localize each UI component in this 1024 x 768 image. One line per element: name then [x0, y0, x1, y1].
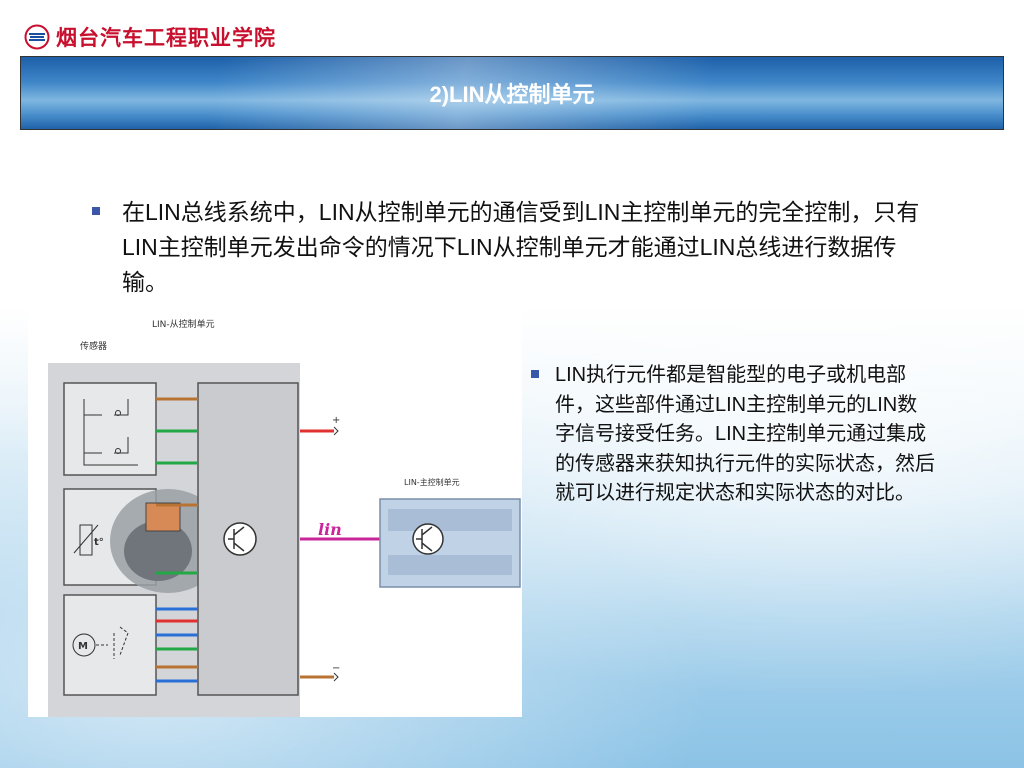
plus-terminal: + [332, 415, 340, 426]
motor-letter: M [78, 641, 88, 652]
slide-title: 2)LIN从控制单元 [429, 82, 595, 107]
square-bullet-icon [531, 370, 539, 378]
switch-box [63, 382, 157, 476]
bullet-paragraph-2: LIN执行元件都是智能型的电子或机电部件，这些部件通过LIN主控制单元的LIN数… [527, 361, 947, 509]
paragraph-2-text: LIN执行元件都是智能型的电子或机电部件，这些部件通过LIN主控制单元的LIN数… [555, 364, 935, 504]
master-transistor-symbol [412, 523, 444, 555]
lin-slave-diagram: LIN-从控制单元 传感器 t° M [28, 303, 522, 717]
bullet-paragraph-1: 在LIN总线系统中，LIN从控制单元的通信受到LIN主控制单元的完全控制，只有L… [88, 195, 928, 300]
minus-terminal: − [332, 663, 340, 674]
lin-logo: lin [318, 520, 342, 539]
college-name: 烟台汽车工程职业学院 [56, 25, 276, 50]
motor-symbol [72, 633, 96, 657]
paragraph-1-text: 在LIN总线系统中，LIN从控制单元的通信受到LIN主控制单元的完全控制，只有L… [122, 199, 920, 295]
sensor-label: 传感器 [80, 340, 107, 352]
title-band: 2)LIN从控制单元 [20, 56, 1004, 130]
master-unit-label: LIN-主控制单元 [404, 477, 460, 487]
slave-unit-label: LIN-从控制单元 [152, 318, 215, 330]
square-bullet-icon [92, 207, 100, 215]
transistor-symbol [223, 522, 257, 556]
logo-emblem-icon [24, 24, 50, 50]
temp-symbol: t° [94, 537, 104, 548]
college-logo: 烟台汽车工程职业学院 [24, 22, 276, 52]
